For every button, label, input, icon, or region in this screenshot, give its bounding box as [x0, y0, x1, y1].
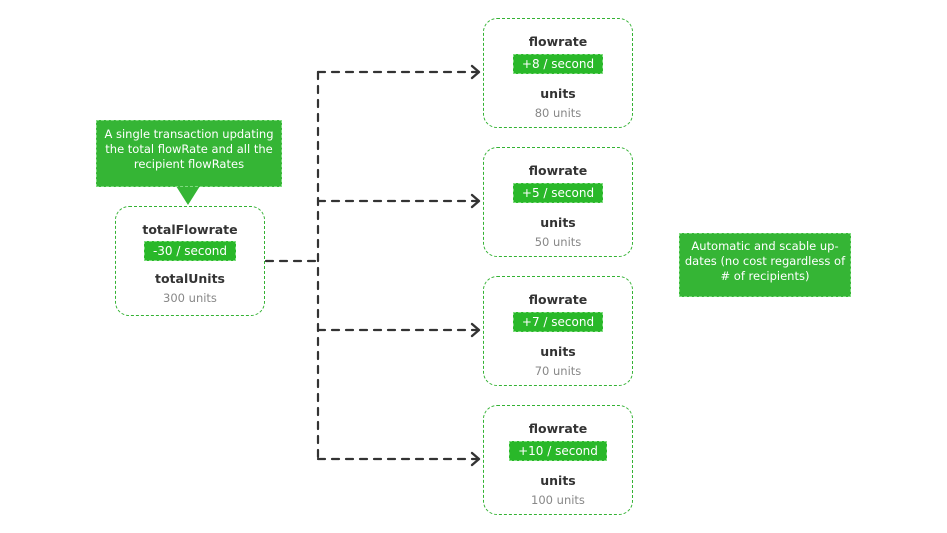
recipient-flowrate-label: flowrate: [528, 34, 588, 49]
recipient-card-4: flowrate +10 / second units 100 units: [483, 405, 633, 515]
recipient-units-label: units: [540, 473, 576, 488]
source-flowrate-label: totalFlowrate: [142, 222, 238, 237]
recipient-flowrate-label: flowrate: [528, 421, 588, 436]
source-card: totalFlowrate -30 / second totalUnits 30…: [115, 206, 265, 316]
source-units-value: 300 units: [163, 291, 217, 305]
recipient-units-label: units: [540, 344, 576, 359]
recipient-flowrate-label: flowrate: [528, 163, 588, 178]
recipient-units-value: 70 units: [534, 364, 582, 378]
source-units-label: totalUnits: [154, 271, 225, 286]
arrowhead-2: [470, 193, 481, 209]
arrowhead-4: [470, 451, 481, 467]
recipient-flowrate-label: flowrate: [528, 292, 588, 307]
recipient-card-2: flowrate +5 / second units 50 units: [483, 147, 633, 257]
recipient-card-1: flowrate +8 / second units 80 units: [483, 18, 633, 128]
recipient-flowrate-badge: +7 / second: [512, 312, 604, 332]
recipient-card-3: flowrate +7 / second units 70 units: [483, 276, 633, 386]
recipient-flowrate-badge: +5 / second: [512, 183, 604, 203]
automatic-updates-callout-text: Automatic and scable up-dates (no cost r…: [684, 239, 846, 283]
transaction-callout: A single transaction updating the total …: [96, 120, 282, 187]
transaction-callout-text: A single transaction updating the total …: [104, 127, 274, 171]
recipient-units-value: 80 units: [534, 106, 582, 120]
recipient-units-value: 100 units: [531, 493, 585, 507]
arrowhead-1: [470, 64, 481, 80]
automatic-updates-callout: Automatic and scable up-dates (no cost r…: [679, 233, 851, 297]
callout-pointer: [176, 186, 200, 205]
arrowhead-3: [470, 322, 481, 338]
recipient-units-label: units: [540, 215, 576, 230]
source-flowrate-badge: -30 / second: [143, 241, 237, 261]
recipient-flowrate-badge: +8 / second: [512, 54, 604, 74]
recipient-units-value: 50 units: [534, 235, 582, 249]
recipient-units-label: units: [540, 86, 576, 101]
recipient-flowrate-badge: +10 / second: [509, 441, 607, 461]
